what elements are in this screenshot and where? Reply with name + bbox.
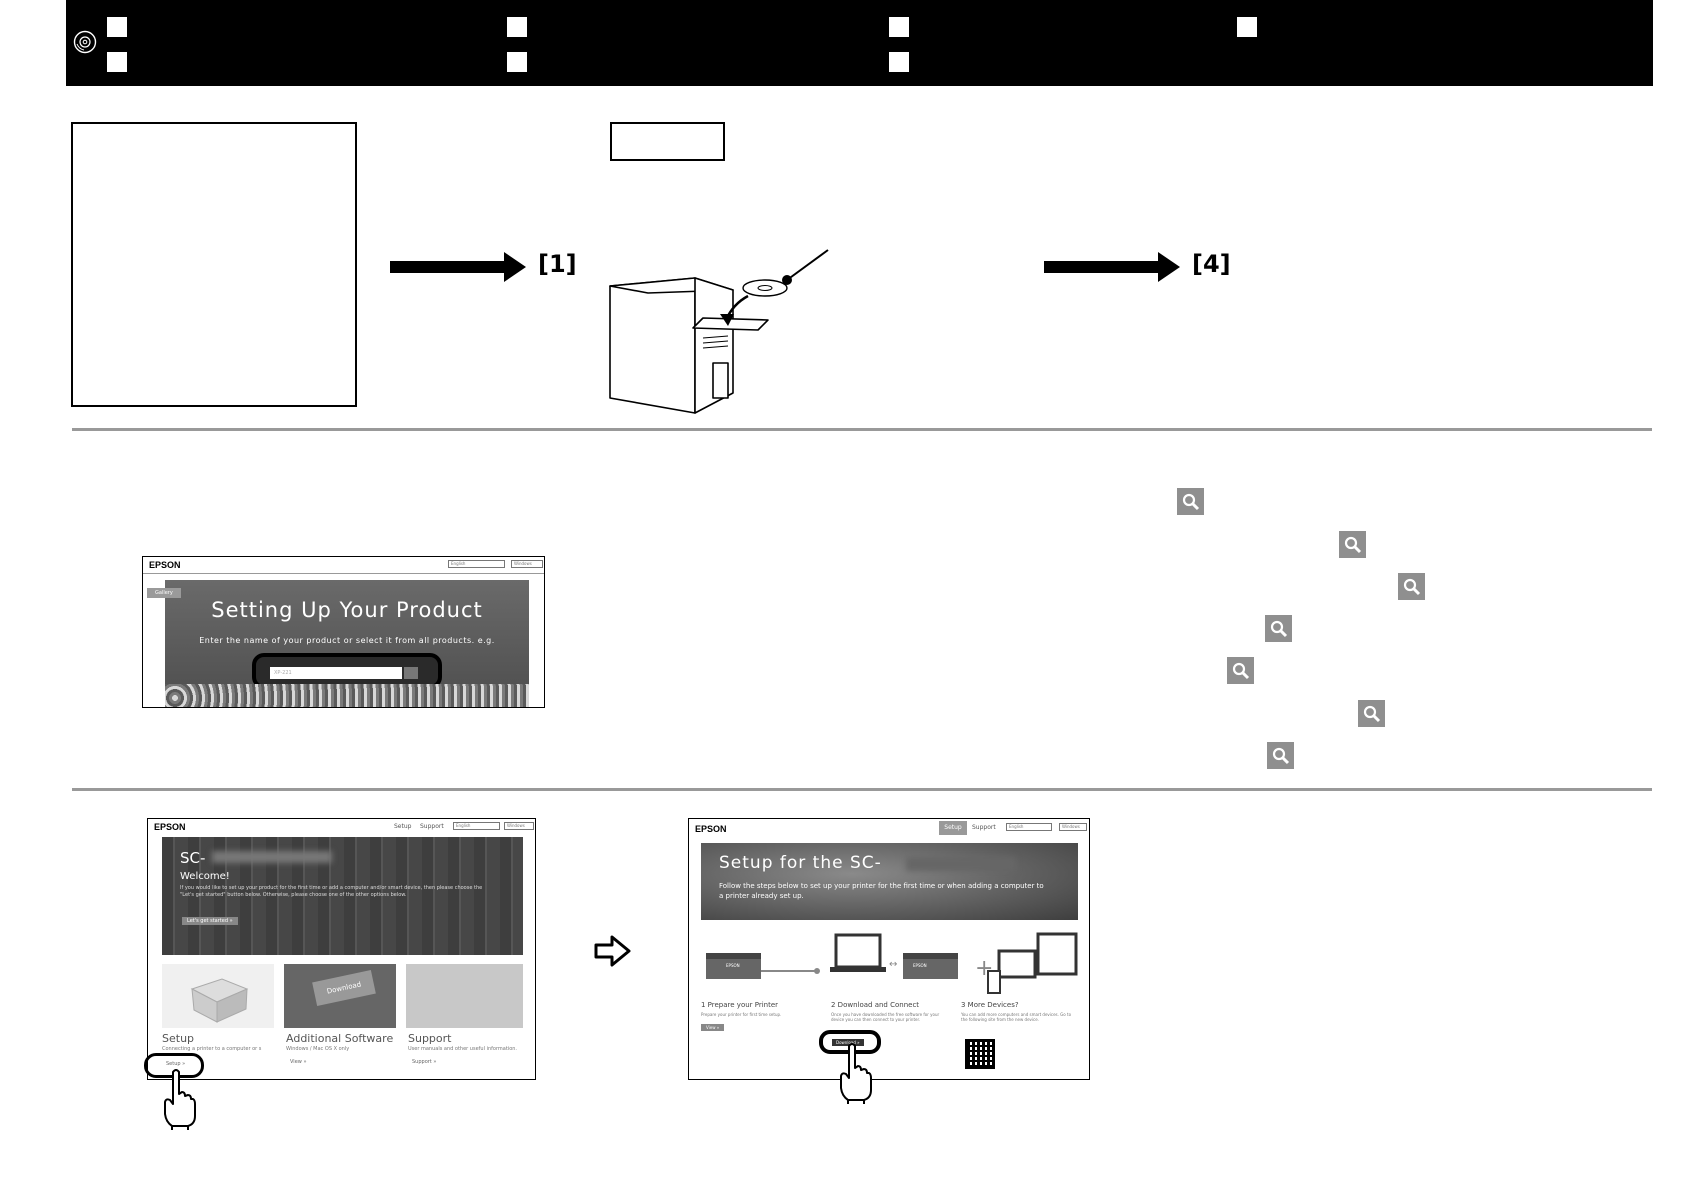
os-select[interactable]: Windows xyxy=(1059,823,1087,831)
welcome-banner: SC- Welcome! If you would like to set up… xyxy=(162,837,523,955)
setup-button[interactable]: Setup » xyxy=(166,1061,186,1067)
setup-banner: Setup for the SC- Follow the steps below… xyxy=(701,843,1078,920)
box-image xyxy=(162,964,274,1028)
get-started-button[interactable]: Let's get started » xyxy=(182,917,238,925)
nav-setup[interactable]: Setup xyxy=(939,821,967,835)
gallery-tag[interactable]: Gallery xyxy=(147,588,181,598)
setup-title: Setting Up Your Product xyxy=(211,598,483,622)
arrow-2 xyxy=(1044,252,1180,286)
setup-subtitle: Follow the steps below to set up your pr… xyxy=(719,882,1044,900)
screenshot-welcome: EPSON Setup Support English Windows SC- … xyxy=(147,818,536,1080)
disc-icon xyxy=(73,30,97,54)
empty-frame xyxy=(71,122,357,407)
pointing-hand-icon xyxy=(164,1069,196,1130)
nav-setup[interactable]: Setup xyxy=(394,823,412,830)
header-bar xyxy=(66,0,1653,86)
arrow-label-1: [1] xyxy=(538,250,577,278)
epson-logo: EPSON xyxy=(695,824,727,834)
os-select[interactable]: Windows xyxy=(504,822,534,830)
language-select[interactable]: English xyxy=(448,560,505,568)
divider xyxy=(72,428,1652,431)
step-2-title: 2 Download and Connect xyxy=(831,1001,920,1009)
nav-support[interactable]: Support xyxy=(972,824,996,831)
welcome-heading: Welcome! xyxy=(180,871,230,882)
view-button[interactable]: View » xyxy=(701,1024,725,1031)
card-desc-software: Windows / Mac OS X only xyxy=(286,1046,350,1052)
download-key-image: Download xyxy=(284,964,396,1028)
setup-steps-illustration: ↔ + xyxy=(706,932,1078,994)
magnifier-icon xyxy=(1339,531,1366,558)
product-search-input[interactable]: XP-221 xyxy=(270,667,402,679)
card-desc-support: User manuals and other useful informatio… xyxy=(408,1046,518,1052)
magnifier-icon xyxy=(1398,573,1425,600)
model-name: SC- xyxy=(180,849,206,867)
search-highlight: XP-221 xyxy=(252,653,442,689)
screenshot-setup-steps: EPSON Setup Support English Windows Setu… xyxy=(688,818,1090,1080)
checkbox-square xyxy=(507,52,527,72)
language-select[interactable]: English xyxy=(1006,823,1052,831)
magnifier-icon xyxy=(1267,742,1294,769)
model-blur xyxy=(906,857,1016,871)
magnifier-icon xyxy=(1227,657,1254,684)
checkbox-square xyxy=(107,17,127,37)
step-1-desc: Prepare your printer for first time setu… xyxy=(701,1012,782,1017)
printer-brand: EPSON xyxy=(913,963,927,968)
printer-brand: EPSON xyxy=(726,963,740,968)
search-button[interactable] xyxy=(404,667,418,679)
sunflower-decoration xyxy=(165,684,529,707)
card-desc-setup: Connecting a printer to a computer or s xyxy=(162,1046,262,1052)
step-3-desc: You can add more computers and smart dev… xyxy=(961,1012,1072,1022)
hero-banner: Gallery Setting Up Your Product Enter th… xyxy=(147,580,529,707)
label-box xyxy=(610,122,725,161)
magnifier-icon xyxy=(1358,700,1385,727)
support-button[interactable]: Support » xyxy=(412,1059,437,1065)
screenshot-setup-product: EPSON English Windows Gallery Setting Up… xyxy=(142,556,545,708)
magnifier-icon xyxy=(1177,488,1204,515)
nav-support[interactable]: Support xyxy=(420,823,444,830)
step-2-desc: Once you have downloaded the free softwa… xyxy=(831,1012,940,1022)
download-button[interactable]: Download » xyxy=(832,1039,864,1046)
view-button[interactable]: View » xyxy=(290,1059,307,1065)
welcome-text: If you would like to set up your product… xyxy=(180,885,483,898)
checkbox-square xyxy=(1237,17,1257,37)
card-title-support: Support xyxy=(408,1032,452,1045)
epson-logo: EPSON xyxy=(149,560,181,570)
magnifier-icon xyxy=(1265,615,1292,642)
checkbox-square xyxy=(107,52,127,72)
computer-disc-icon xyxy=(609,249,829,414)
checkbox-square xyxy=(889,52,909,72)
arrow-1 xyxy=(390,252,526,286)
next-arrow-icon xyxy=(594,935,631,967)
os-select[interactable]: Windows xyxy=(511,560,543,568)
svg-text:↔: ↔ xyxy=(889,959,897,970)
language-select[interactable]: English xyxy=(453,822,500,830)
download-key: Download xyxy=(312,970,376,1006)
setup-title: Setup for the SC- xyxy=(719,853,882,873)
epson-logo: EPSON xyxy=(154,822,186,832)
card-title-software: Additional Software xyxy=(286,1032,394,1045)
model-blur xyxy=(212,851,332,863)
card-title-setup: Setup xyxy=(162,1032,195,1045)
step-3-title: 3 More Devices? xyxy=(961,1001,1019,1009)
documents-image xyxy=(406,964,523,1028)
pointing-hand-icon xyxy=(840,1043,872,1104)
qr-code xyxy=(965,1039,995,1069)
step-1-title: 1 Prepare your Printer xyxy=(701,1001,779,1009)
divider xyxy=(72,788,1652,791)
checkbox-square xyxy=(889,17,909,37)
checkbox-square xyxy=(507,17,527,37)
setup-subtitle: Enter the name of your product or select… xyxy=(199,636,495,645)
arrow-label-4: [4] xyxy=(1192,250,1231,278)
